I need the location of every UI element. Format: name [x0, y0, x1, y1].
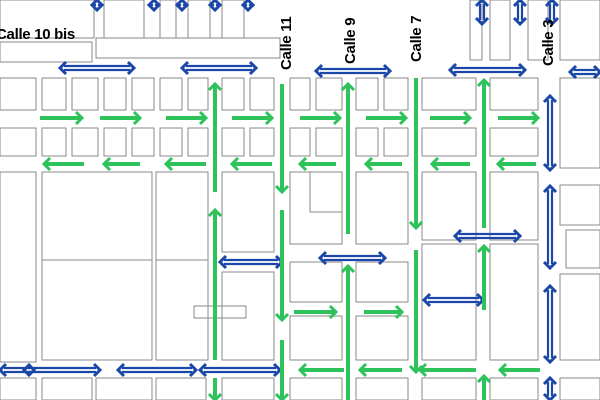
city-block — [489, 377, 539, 400]
city-block — [187, 127, 209, 157]
city-block — [0, 377, 37, 400]
city-block — [131, 127, 155, 157]
city-block — [221, 171, 275, 253]
city-block — [355, 77, 379, 111]
street-label-calle-11: Calle 11 — [278, 16, 295, 70]
city-block — [559, 0, 600, 61]
city-block — [41, 377, 93, 400]
city-block — [355, 127, 379, 157]
city-block — [289, 261, 343, 303]
city-block — [421, 377, 477, 400]
city-block — [0, 171, 37, 363]
street-label-calle-7: Calle 7 — [408, 15, 425, 62]
city-block — [383, 77, 409, 111]
city-block — [315, 77, 343, 111]
city-block — [355, 377, 409, 400]
city-block — [289, 377, 343, 400]
city-block — [559, 77, 600, 169]
city-block — [559, 273, 600, 361]
city-block — [0, 41, 93, 63]
city-block — [289, 315, 343, 361]
city-block — [71, 77, 99, 111]
city-block — [103, 127, 127, 157]
city-block — [489, 127, 539, 157]
city-block — [421, 171, 477, 241]
city-block — [249, 127, 275, 157]
city-block — [41, 259, 153, 361]
city-block — [131, 77, 155, 111]
city-block — [155, 259, 209, 361]
city-block — [489, 77, 539, 111]
city-block — [421, 127, 477, 157]
city-block — [565, 229, 600, 269]
city-block — [309, 171, 343, 213]
city-block — [71, 127, 99, 157]
city-block — [41, 77, 67, 111]
city-block — [383, 127, 409, 157]
city-block — [95, 377, 153, 400]
city-block — [289, 77, 311, 111]
city-block — [221, 271, 275, 361]
city-block — [221, 377, 275, 400]
city-block — [0, 0, 95, 39]
city-block — [193, 305, 247, 319]
city-block — [221, 127, 245, 157]
city-block — [559, 184, 600, 226]
street-label-calle-10-bis: Calle 10 bis — [0, 26, 75, 43]
city-block — [315, 127, 343, 157]
city-block — [0, 77, 37, 111]
city-block — [159, 77, 183, 111]
city-block — [0, 127, 37, 157]
street-label-calle-3: Calle 3 — [540, 19, 557, 66]
city-block — [421, 77, 477, 111]
city-block — [155, 377, 207, 400]
city-block — [95, 37, 281, 59]
city-block — [221, 77, 245, 111]
city-block — [249, 77, 275, 111]
city-block — [159, 127, 183, 157]
city-block — [559, 377, 600, 400]
street-label-calle-9: Calle 9 — [342, 17, 359, 64]
city-block — [41, 127, 67, 157]
city-block — [469, 0, 483, 61]
city-block — [289, 127, 311, 157]
city-block — [355, 315, 409, 361]
city-block — [355, 171, 409, 245]
city-block — [489, 0, 511, 61]
city-block — [527, 0, 549, 61]
city-block — [103, 77, 127, 111]
city-block — [489, 243, 539, 361]
city-block — [187, 77, 209, 111]
